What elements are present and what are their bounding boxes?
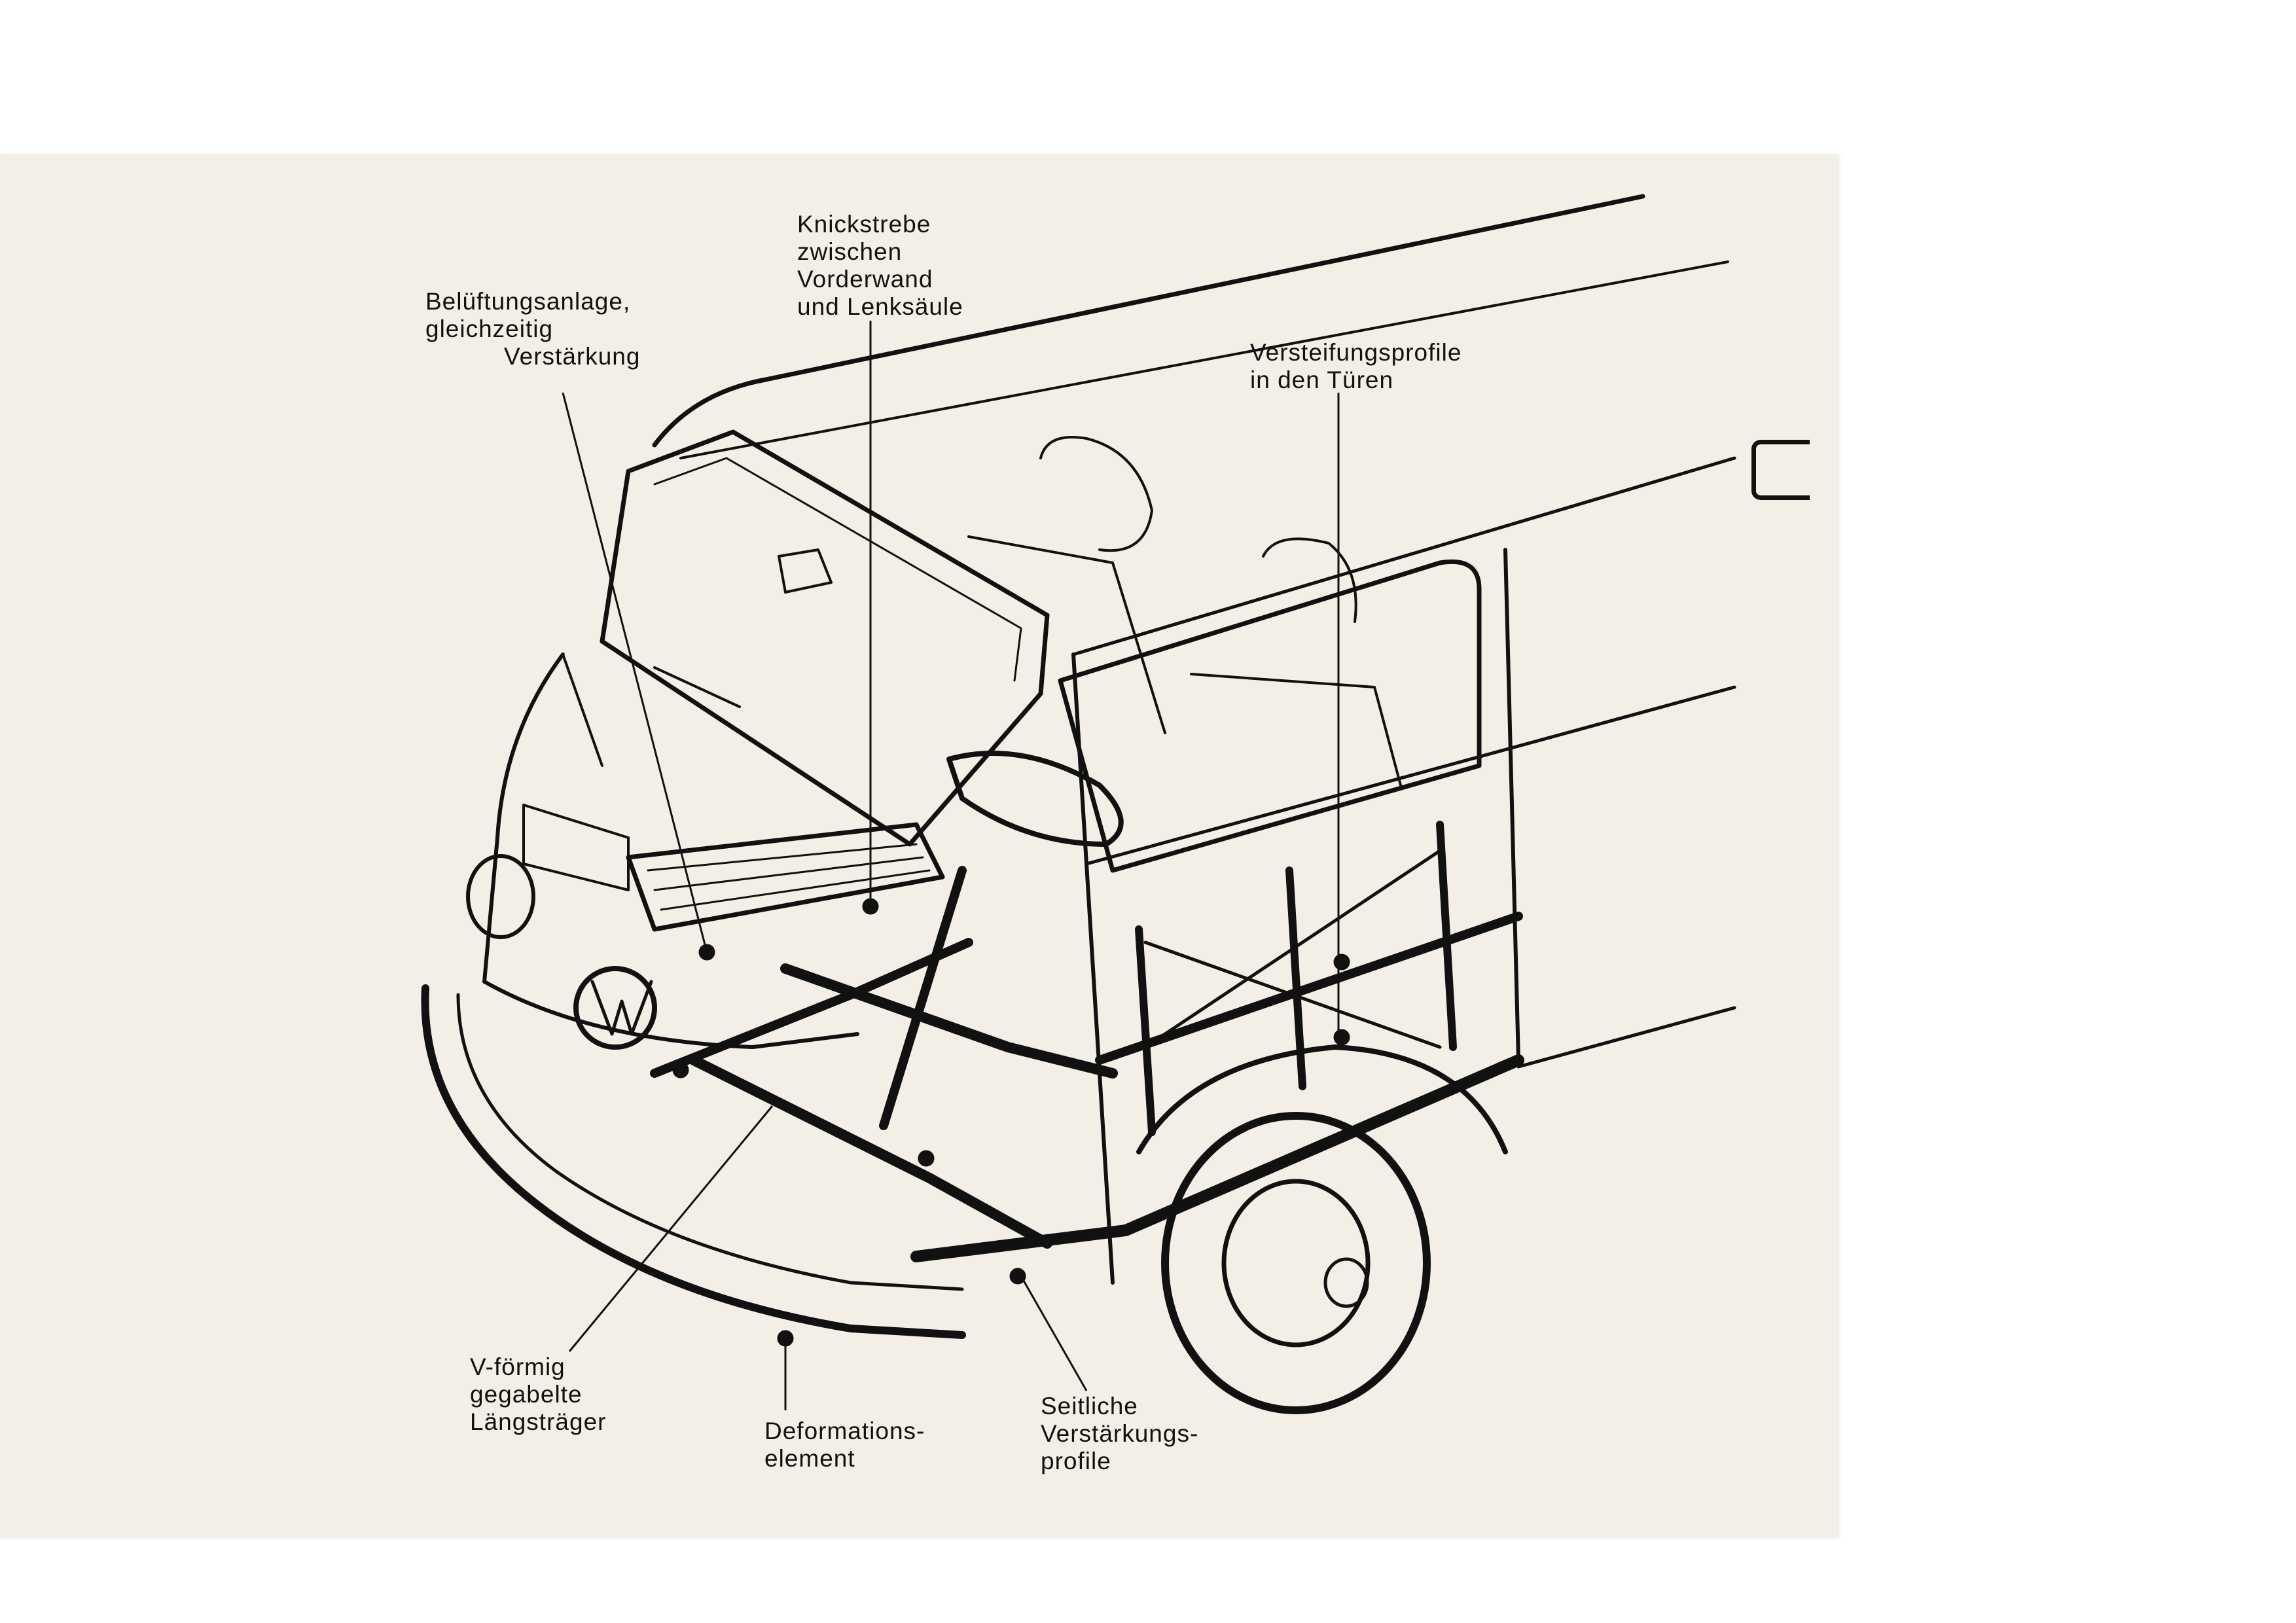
front-wheel-hub bbox=[1323, 1257, 1369, 1308]
seat-back-right bbox=[1190, 673, 1402, 787]
label-versteifung: Versteifungsprofile in den Türen bbox=[1250, 339, 1462, 394]
wiper-left bbox=[562, 653, 603, 767]
dot-seitliche bbox=[1009, 1268, 1026, 1285]
door-profile-diagonal bbox=[1143, 849, 1442, 1049]
label-seitliche: Seitliche Verstärkungs- profile bbox=[1041, 1393, 1198, 1475]
body-side-belt bbox=[1085, 685, 1736, 866]
dot-laengstraeger-1 bbox=[672, 1061, 689, 1079]
dot-laengstraeger-2 bbox=[918, 1150, 935, 1167]
label-seitliche-line-2: Verstärkungs- bbox=[1041, 1420, 1199, 1447]
label-laengstraeger-line-3: Längsträger bbox=[470, 1408, 607, 1435]
leader-laengstraeger bbox=[568, 1105, 774, 1352]
label-laengstraeger: V-förmig gegabelte Längsträger bbox=[470, 1353, 606, 1436]
cross-member bbox=[650, 938, 973, 1078]
seat-back-left bbox=[967, 535, 1166, 734]
seat-headrest-right bbox=[1262, 537, 1357, 623]
label-knickstrebe: Knickstrebe zwischen Vorderwand und Lenk… bbox=[797, 211, 963, 321]
label-deformation-line-1: Deformations- bbox=[764, 1418, 925, 1444]
label-laengstraeger-line-1: V-förmig bbox=[470, 1353, 565, 1380]
roof-rail bbox=[679, 260, 1729, 459]
roof-line bbox=[652, 194, 1645, 448]
label-versteifung-line-2: in den Türen bbox=[1250, 366, 1394, 393]
leader-belueftung bbox=[562, 392, 708, 953]
door-rear-edge bbox=[1503, 548, 1520, 1062]
dot-belueftung bbox=[698, 944, 715, 961]
label-seitliche-line-3: profile bbox=[1041, 1448, 1111, 1474]
side-sill bbox=[910, 1054, 1524, 1262]
windshield-inner bbox=[653, 457, 1022, 682]
label-knickstrebe-line-3: Vorderwand bbox=[797, 266, 933, 293]
front-panel bbox=[482, 652, 859, 1049]
steering-wheel bbox=[946, 751, 1124, 847]
label-laengstraeger-line-2: gegabelte bbox=[470, 1381, 583, 1408]
grille bbox=[522, 804, 630, 891]
front-wheel-rim bbox=[1221, 1179, 1371, 1347]
label-knickstrebe-line-2: zwischen bbox=[797, 238, 903, 265]
ventilation-beam bbox=[626, 822, 945, 932]
headlight bbox=[466, 854, 535, 939]
dot-knickstrebe bbox=[862, 898, 879, 915]
bumper-inner bbox=[456, 993, 964, 1291]
label-deformation-line-2: element bbox=[764, 1445, 855, 1472]
rear-view-mirror bbox=[778, 548, 833, 594]
front-wheel-tire bbox=[1161, 1112, 1431, 1414]
door-profile-vertical-1 bbox=[1135, 925, 1156, 1136]
vw-badge bbox=[573, 966, 657, 1050]
body-side-top bbox=[1071, 456, 1736, 656]
front-bumper bbox=[421, 984, 966, 1339]
wheel-arch bbox=[1136, 1044, 1508, 1154]
label-belueftung: Belüftungsanlage, gleichzeitig Verstärku… bbox=[425, 288, 640, 370]
dash-hatch bbox=[647, 843, 931, 911]
photo-print bbox=[0, 154, 1839, 1538]
leader-seitliche bbox=[1020, 1275, 1088, 1391]
windshield-frame bbox=[600, 429, 1050, 847]
door-front-edge bbox=[1071, 652, 1115, 1285]
label-belueftung-line-1: Belüftungsanlage, bbox=[425, 288, 631, 315]
seat-headrest-left bbox=[1039, 436, 1153, 552]
long-member-left bbox=[689, 1055, 1052, 1249]
label-knickstrebe-line-4: und Lenksäule bbox=[797, 293, 963, 320]
wiper-right bbox=[653, 666, 741, 708]
paper-clip-mark bbox=[1751, 440, 1810, 500]
body-side-bottom bbox=[1516, 1006, 1736, 1069]
label-knickstrebe-line-1: Knickstrebe bbox=[797, 211, 931, 238]
dot-versteifung-1 bbox=[1333, 954, 1350, 971]
door-window bbox=[1058, 559, 1482, 873]
label-belueftung-line-2: gleichzeitig bbox=[425, 315, 554, 342]
label-belueftung-line-3: Verstärkung bbox=[504, 343, 641, 370]
vw-logo bbox=[590, 980, 653, 1036]
knickstrebe-strut bbox=[879, 866, 967, 1130]
dot-versteifung-2 bbox=[1333, 1029, 1350, 1046]
long-member-right bbox=[780, 963, 1118, 1079]
label-versteifung-line-1: Versteifungsprofile bbox=[1250, 339, 1462, 366]
door-profile-vertical-3 bbox=[1436, 821, 1457, 1051]
label-deformation: Deformations- element bbox=[764, 1418, 925, 1472]
dot-deformation bbox=[777, 1330, 794, 1347]
label-seitliche-line-1: Seitliche bbox=[1041, 1393, 1138, 1419]
